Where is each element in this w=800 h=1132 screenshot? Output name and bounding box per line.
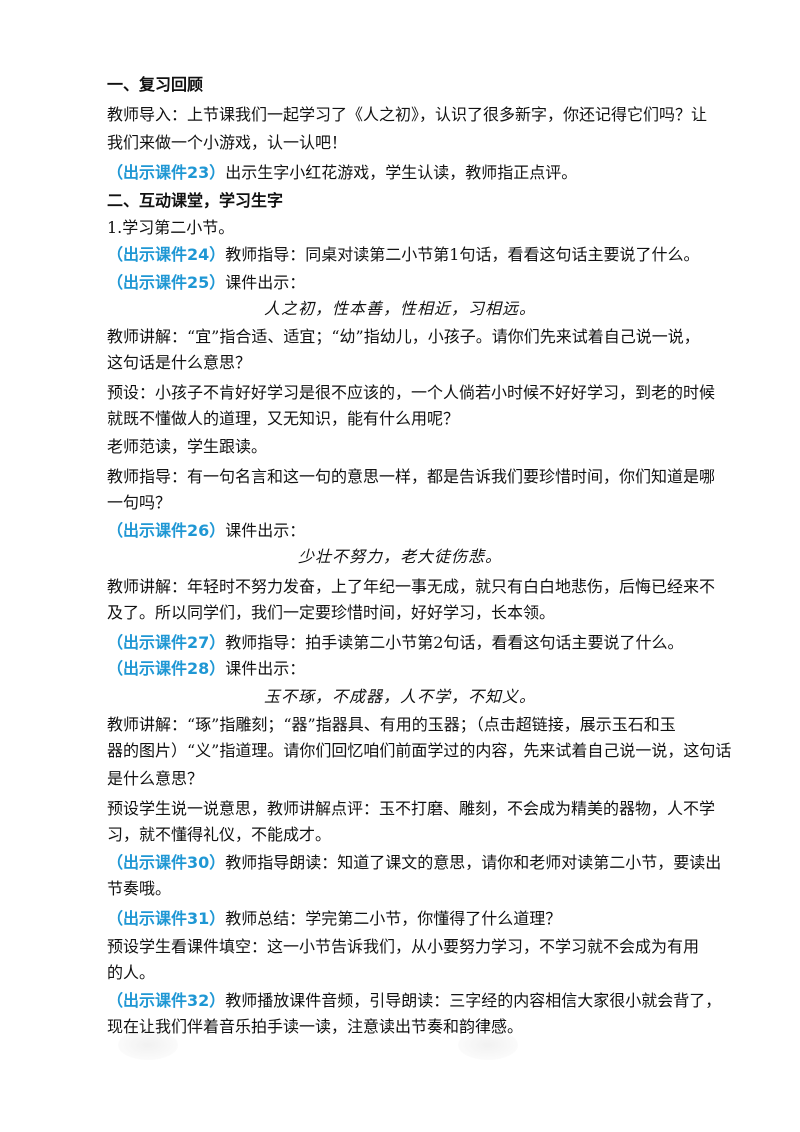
paragraph-line: （出示课件23）出示生字小红花游戏，学生认读，教师指正点评。 (107, 162, 800, 184)
classic-quote: 玉不琢，不成器，人不学，不知义。 (263, 687, 536, 706)
subsection-title: 1.学习第二小节。 (107, 218, 235, 237)
paragraph-line: （出示课件32）教师播放课件音频，引导朗读：三字经的内容相信大家很小就会背了， (107, 990, 800, 1012)
paragraph-line: 教师讲解：“琢”指雕刻；“器”指器具、有用的玉器；（点击超链接，展示玉石和玉 (107, 715, 676, 734)
paragraph-line: 我们来做一个小游戏，认一认吧！ (107, 133, 348, 152)
courseware-tag: （出示课件26） (107, 521, 226, 540)
paragraph-text: 教师指导：拍手读第二小节第2句话，看看这句话主要说了什么。 (225, 633, 684, 652)
watermark-logo (458, 1030, 518, 1060)
paragraph-text: 课件出示： (225, 659, 306, 678)
paragraph-line: （出示课件24）教师指导：同桌对读第二小节第1句话，看看这句话主要说了什么。 (107, 244, 800, 266)
paragraph-line: （出示课件25）课件出示： (107, 272, 800, 294)
classic-quote: 少壮不努力，老大徒伤悲。 (297, 547, 502, 566)
courseware-tag: （出示课件32） (107, 991, 226, 1010)
paragraph-text: 课件出示： (225, 521, 306, 540)
paragraph-line: （出示课件31）教师总结：学完第二小节，你懂得了什么道理？ (107, 908, 800, 930)
paragraph-line: 就既不懂做人的道理，又无知识，能有什么用呢？ (107, 409, 460, 428)
paragraph-line: （出示课件28）课件出示： (107, 658, 800, 680)
paragraph-line: 器的图片）“义”指道理。请你们回忆咱们前面学过的内容，先来试着自己说一说，这句话 (107, 741, 732, 760)
paragraph-line: 一句吗？ (107, 493, 172, 512)
classic-quote: 人之初，性本善，性相近，习相远。 (263, 299, 536, 318)
paragraph-line: 教师指导：有一句名言和这一句的意思一样，都是告诉我们要珍惜时间，你们知道是哪 (107, 467, 716, 486)
paragraph-line: 教师导入：上节课我们一起学习了《人之初》，认识了很多新字，你还记得它们吗？让 (107, 105, 708, 124)
paragraph-line: （出示课件30）教师指导朗读：知道了课文的意思，请你和老师对读第二小节，要读出 (107, 852, 800, 874)
paragraph-line: 这句话是什么意思？ (107, 353, 252, 372)
paragraph-line: 习，就不懂得礼仪，不能成才。 (107, 825, 332, 844)
paragraph-line: 及了。所以同学们，我们一定要珍惜时间，好好学习，长本领。 (107, 603, 556, 622)
courseware-tag: （出示课件30） (107, 853, 226, 872)
paragraph-line: 节奏哦。 (107, 879, 172, 898)
paragraph-text: 教师指导：同桌对读第二小节第1句话，看看这句话主要说了什么。 (225, 245, 700, 264)
paragraph-line: （出示课件27）教师指导：拍手读第二小节第2句话，看看这句话主要说了什么。 (107, 632, 800, 654)
watermark-logo (118, 1030, 178, 1060)
paragraph-line: 预设学生说一说意思，教师讲解点评：玉不打磨、雕刻，不会成为精美的器物，人不学 (107, 799, 716, 818)
paragraph-text: 教师播放课件音频，引导朗读：三字经的内容相信大家很小就会背了， (225, 991, 722, 1010)
paragraph-line: （出示课件26）课件出示： (107, 520, 800, 542)
paragraph-line: 是什么意思？ (107, 769, 204, 788)
courseware-tag: （出示课件25） (107, 273, 226, 292)
paragraph-line: 老师范读，学生跟读。 (107, 437, 268, 456)
courseware-tag: （出示课件31） (107, 909, 226, 928)
paragraph-line: 现在让我们伴着音乐拍手读一读，注意读出节奏和韵律感。 (107, 1017, 524, 1036)
paragraph-line: 教师讲解：“宜”指合适、适宜；“幼”指幼儿，小孩子。请你们先来试着自己说一说， (107, 327, 700, 346)
courseware-tag: （出示课件23） (107, 163, 226, 182)
courseware-tag: （出示课件24） (107, 245, 226, 264)
courseware-tag: （出示课件28） (107, 659, 226, 678)
paragraph-line: 教师讲解：年轻时不努力发奋，上了年纪一事无成，就只有白白地悲伤，后悔已经来不 (107, 577, 716, 596)
paragraph-text: 出示生字小红花游戏，学生认读，教师指正点评。 (225, 163, 578, 182)
paragraph-text: 课件出示： (225, 273, 306, 292)
section-heading-review: 一、复习回顾 (107, 75, 204, 94)
paragraph-line: 预设：小孩子不肯好好学习是很不应该的，一个人倘若小时候不好好学习，到老的时候 (107, 383, 716, 402)
paragraph-text: 教师总结：学完第二小节，你懂得了什么道理？ (225, 909, 562, 928)
section-heading-interactive: 二、互动课堂，学习生字 (107, 191, 284, 210)
paragraph-line: 预设学生看课件填空：这一小节告诉我们，从小要努力学习，不学习就不会成为有用 (107, 937, 700, 956)
paragraph-text: 教师指导朗读：知道了课文的意思，请你和老师对读第二小节，要读出 (225, 853, 722, 872)
courseware-tag: （出示课件27） (107, 633, 226, 652)
paragraph-line: 的人。 (107, 963, 156, 982)
